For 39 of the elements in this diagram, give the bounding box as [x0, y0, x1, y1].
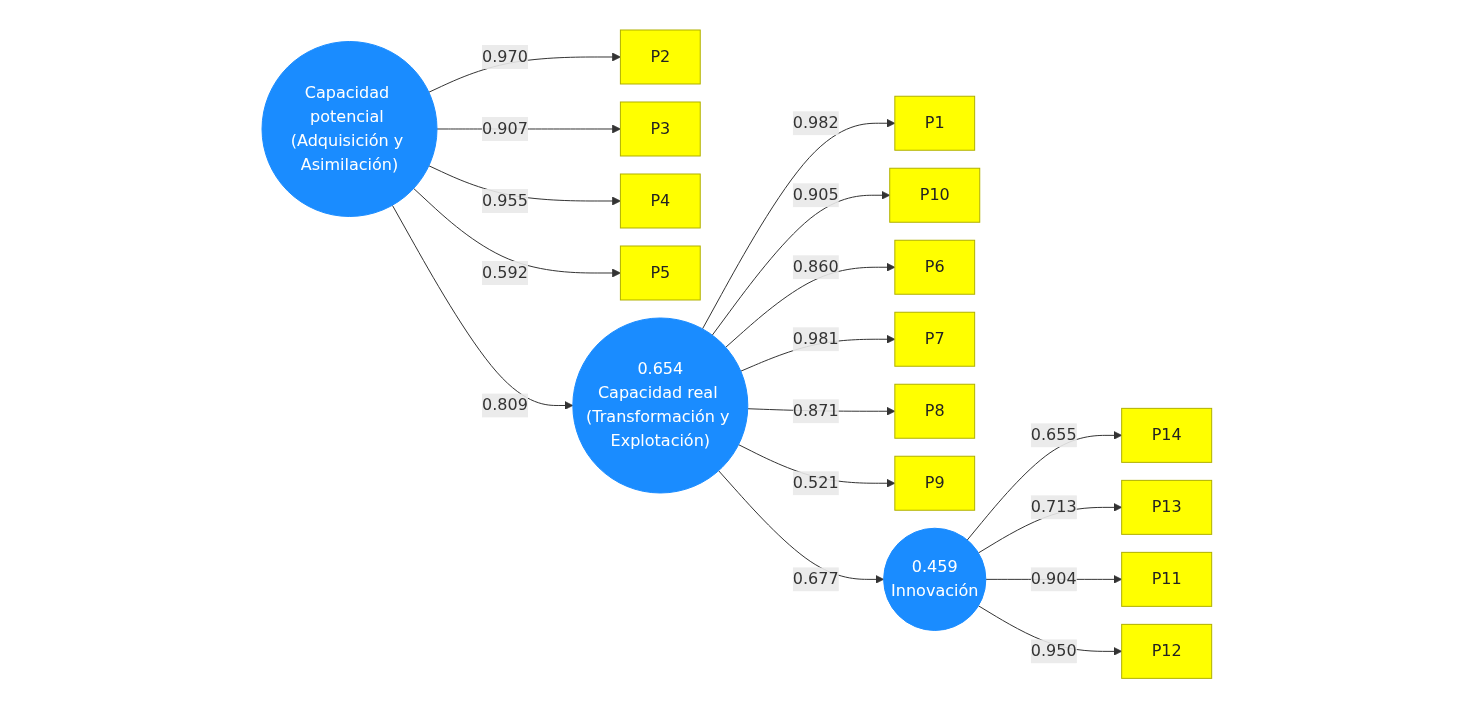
edge-label: 0.981 — [792, 329, 839, 349]
node-box: P2 — [620, 29, 701, 85]
node-box: P11 — [1121, 551, 1213, 607]
edge-label: 0.809 — [482, 395, 528, 415]
node-box: P10 — [889, 167, 981, 223]
node-box: P8 — [894, 383, 976, 439]
edge-label: 0.677 — [792, 569, 839, 589]
node-box: P7 — [894, 311, 976, 367]
edge-label: 0.950 — [1031, 641, 1077, 661]
arrow — [392, 204, 574, 410]
arrow — [413, 187, 621, 278]
node-circle: 0.459 Innovación — [883, 527, 987, 631]
edge-label: 0.982 — [792, 113, 839, 133]
arrow — [966, 430, 1123, 541]
edge-label: 0.655 — [1031, 425, 1077, 445]
edge-label: 0.970 — [482, 46, 528, 66]
edge-label: 0.860 — [792, 257, 839, 277]
edge-label: 0.905 — [792, 185, 839, 205]
node-box: P5 — [620, 245, 701, 301]
edge-label: 0.904 — [1031, 569, 1077, 589]
node-box: P3 — [620, 101, 701, 157]
edge-label: 0.521 — [792, 473, 839, 493]
arrow — [718, 470, 885, 584]
node-box: P6 — [894, 239, 976, 295]
edge-label: 0.907 — [482, 118, 528, 138]
node-box: P13 — [1121, 479, 1213, 535]
edge-label: 0.592 — [482, 262, 528, 282]
arrow — [712, 190, 891, 336]
node-box: P1 — [894, 95, 976, 151]
node-box: P9 — [894, 455, 976, 511]
edge-label: 0.713 — [1031, 497, 1077, 517]
edge-label: 0.871 — [792, 401, 839, 421]
edge-label: 0.955 — [482, 190, 528, 210]
node-box: P14 — [1121, 407, 1213, 463]
node-circle: 0.654 Capacidad real (Transformación y Explotación) — [572, 317, 749, 494]
node-circle: Capacidad potencial (Adquisición y Asimilación) — [261, 40, 438, 217]
arrow — [702, 118, 896, 330]
node-box: P12 — [1121, 623, 1213, 679]
node-box: P4 — [620, 173, 701, 229]
